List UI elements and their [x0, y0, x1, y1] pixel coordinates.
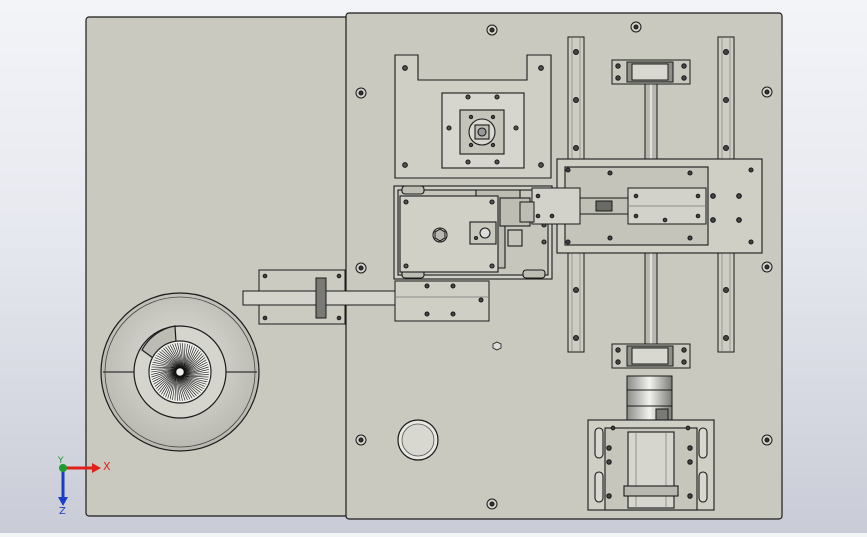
- pneumatic-cylinder: [519, 187, 707, 225]
- y-axis-label: Y: [57, 456, 64, 466]
- x-axis-label: X: [103, 460, 111, 473]
- locator-pin: [492, 341, 502, 351]
- top-bearing-block: [611, 59, 691, 85]
- coordinate-triad: X Y Z: [57, 456, 111, 517]
- z-axis-label: Z: [59, 506, 66, 517]
- z-arrowhead: [58, 497, 68, 506]
- y-axis-dot: [59, 464, 67, 472]
- shaft-coupling: [626, 375, 673, 421]
- motor-bracket: [587, 419, 715, 511]
- upper-fixture-plate: [394, 54, 552, 179]
- access-hole: [397, 419, 439, 461]
- bowl-center-spiral: [150, 342, 210, 402]
- gripper-assembly: [393, 185, 553, 280]
- bowl-feeder: [100, 292, 260, 452]
- bottom-bearing-block: [611, 343, 691, 369]
- feed-guide-arm: [242, 269, 490, 325]
- x-arrowhead: [92, 463, 101, 473]
